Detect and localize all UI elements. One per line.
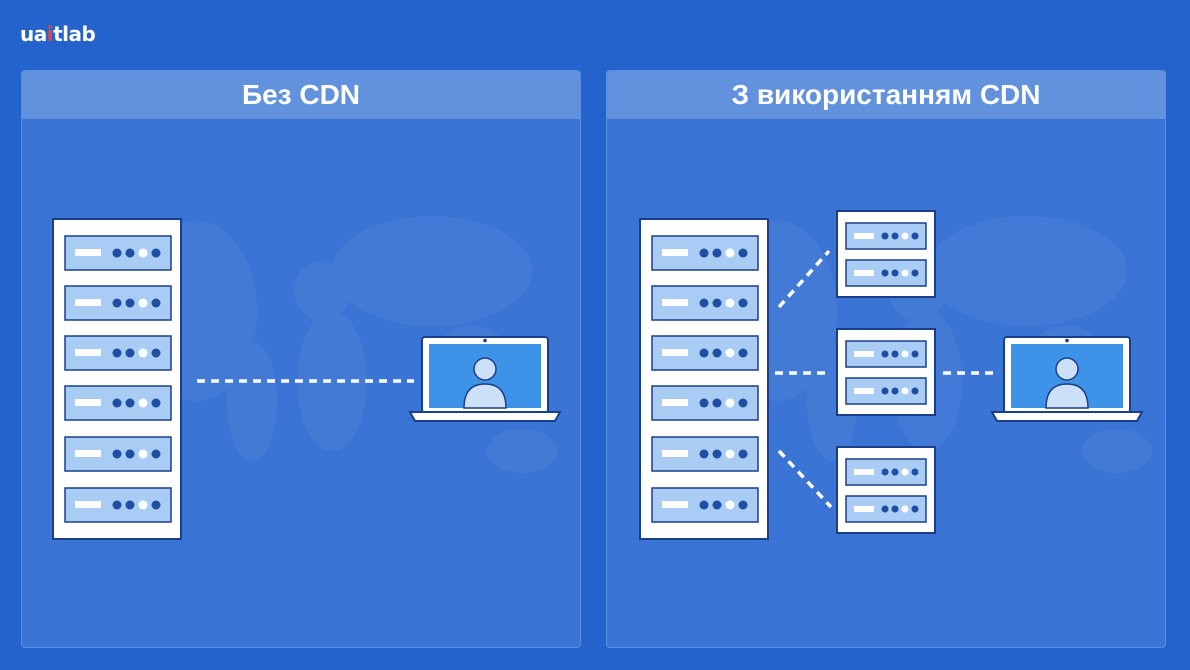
rack-unit-5 (651, 436, 759, 472)
user-laptop-icon (408, 336, 562, 422)
rack-unit-5 (64, 436, 172, 472)
edge-server-middle (836, 328, 936, 416)
rack-unit-3 (651, 335, 759, 371)
rack-unit-6 (64, 487, 172, 523)
connection-line-bottom (777, 449, 833, 509)
origin-server-rack (639, 218, 769, 540)
panel-with-cdn: З використанням CDN (606, 70, 1166, 648)
user-laptop-icon (990, 336, 1144, 422)
diagram-without-cdn (52, 216, 562, 540)
connection-line-top (777, 249, 831, 309)
rack-unit-1 (651, 235, 759, 271)
user-avatar-icon (463, 357, 507, 409)
rack-unit-2 (651, 285, 759, 321)
rack-unit-1 (64, 235, 172, 271)
rack-unit-3 (64, 335, 172, 371)
edge-server-bottom (836, 446, 936, 534)
rack-unit-4 (64, 385, 172, 421)
user-avatar-icon (1045, 357, 1089, 409)
uaitlab-logo: uaitlab (20, 22, 96, 46)
origin-server-rack (52, 218, 182, 540)
panel-without-cdn: Без CDN (21, 70, 581, 648)
diagram-with-cdn (639, 210, 1152, 540)
edge-server-top (836, 210, 936, 298)
rack-unit-2 (64, 285, 172, 321)
rack-unit-6 (651, 487, 759, 523)
panel-title-with-cdn: З використанням CDN (607, 71, 1165, 119)
panel-title-without-cdn: Без CDN (22, 71, 580, 119)
rack-unit-4 (651, 385, 759, 421)
